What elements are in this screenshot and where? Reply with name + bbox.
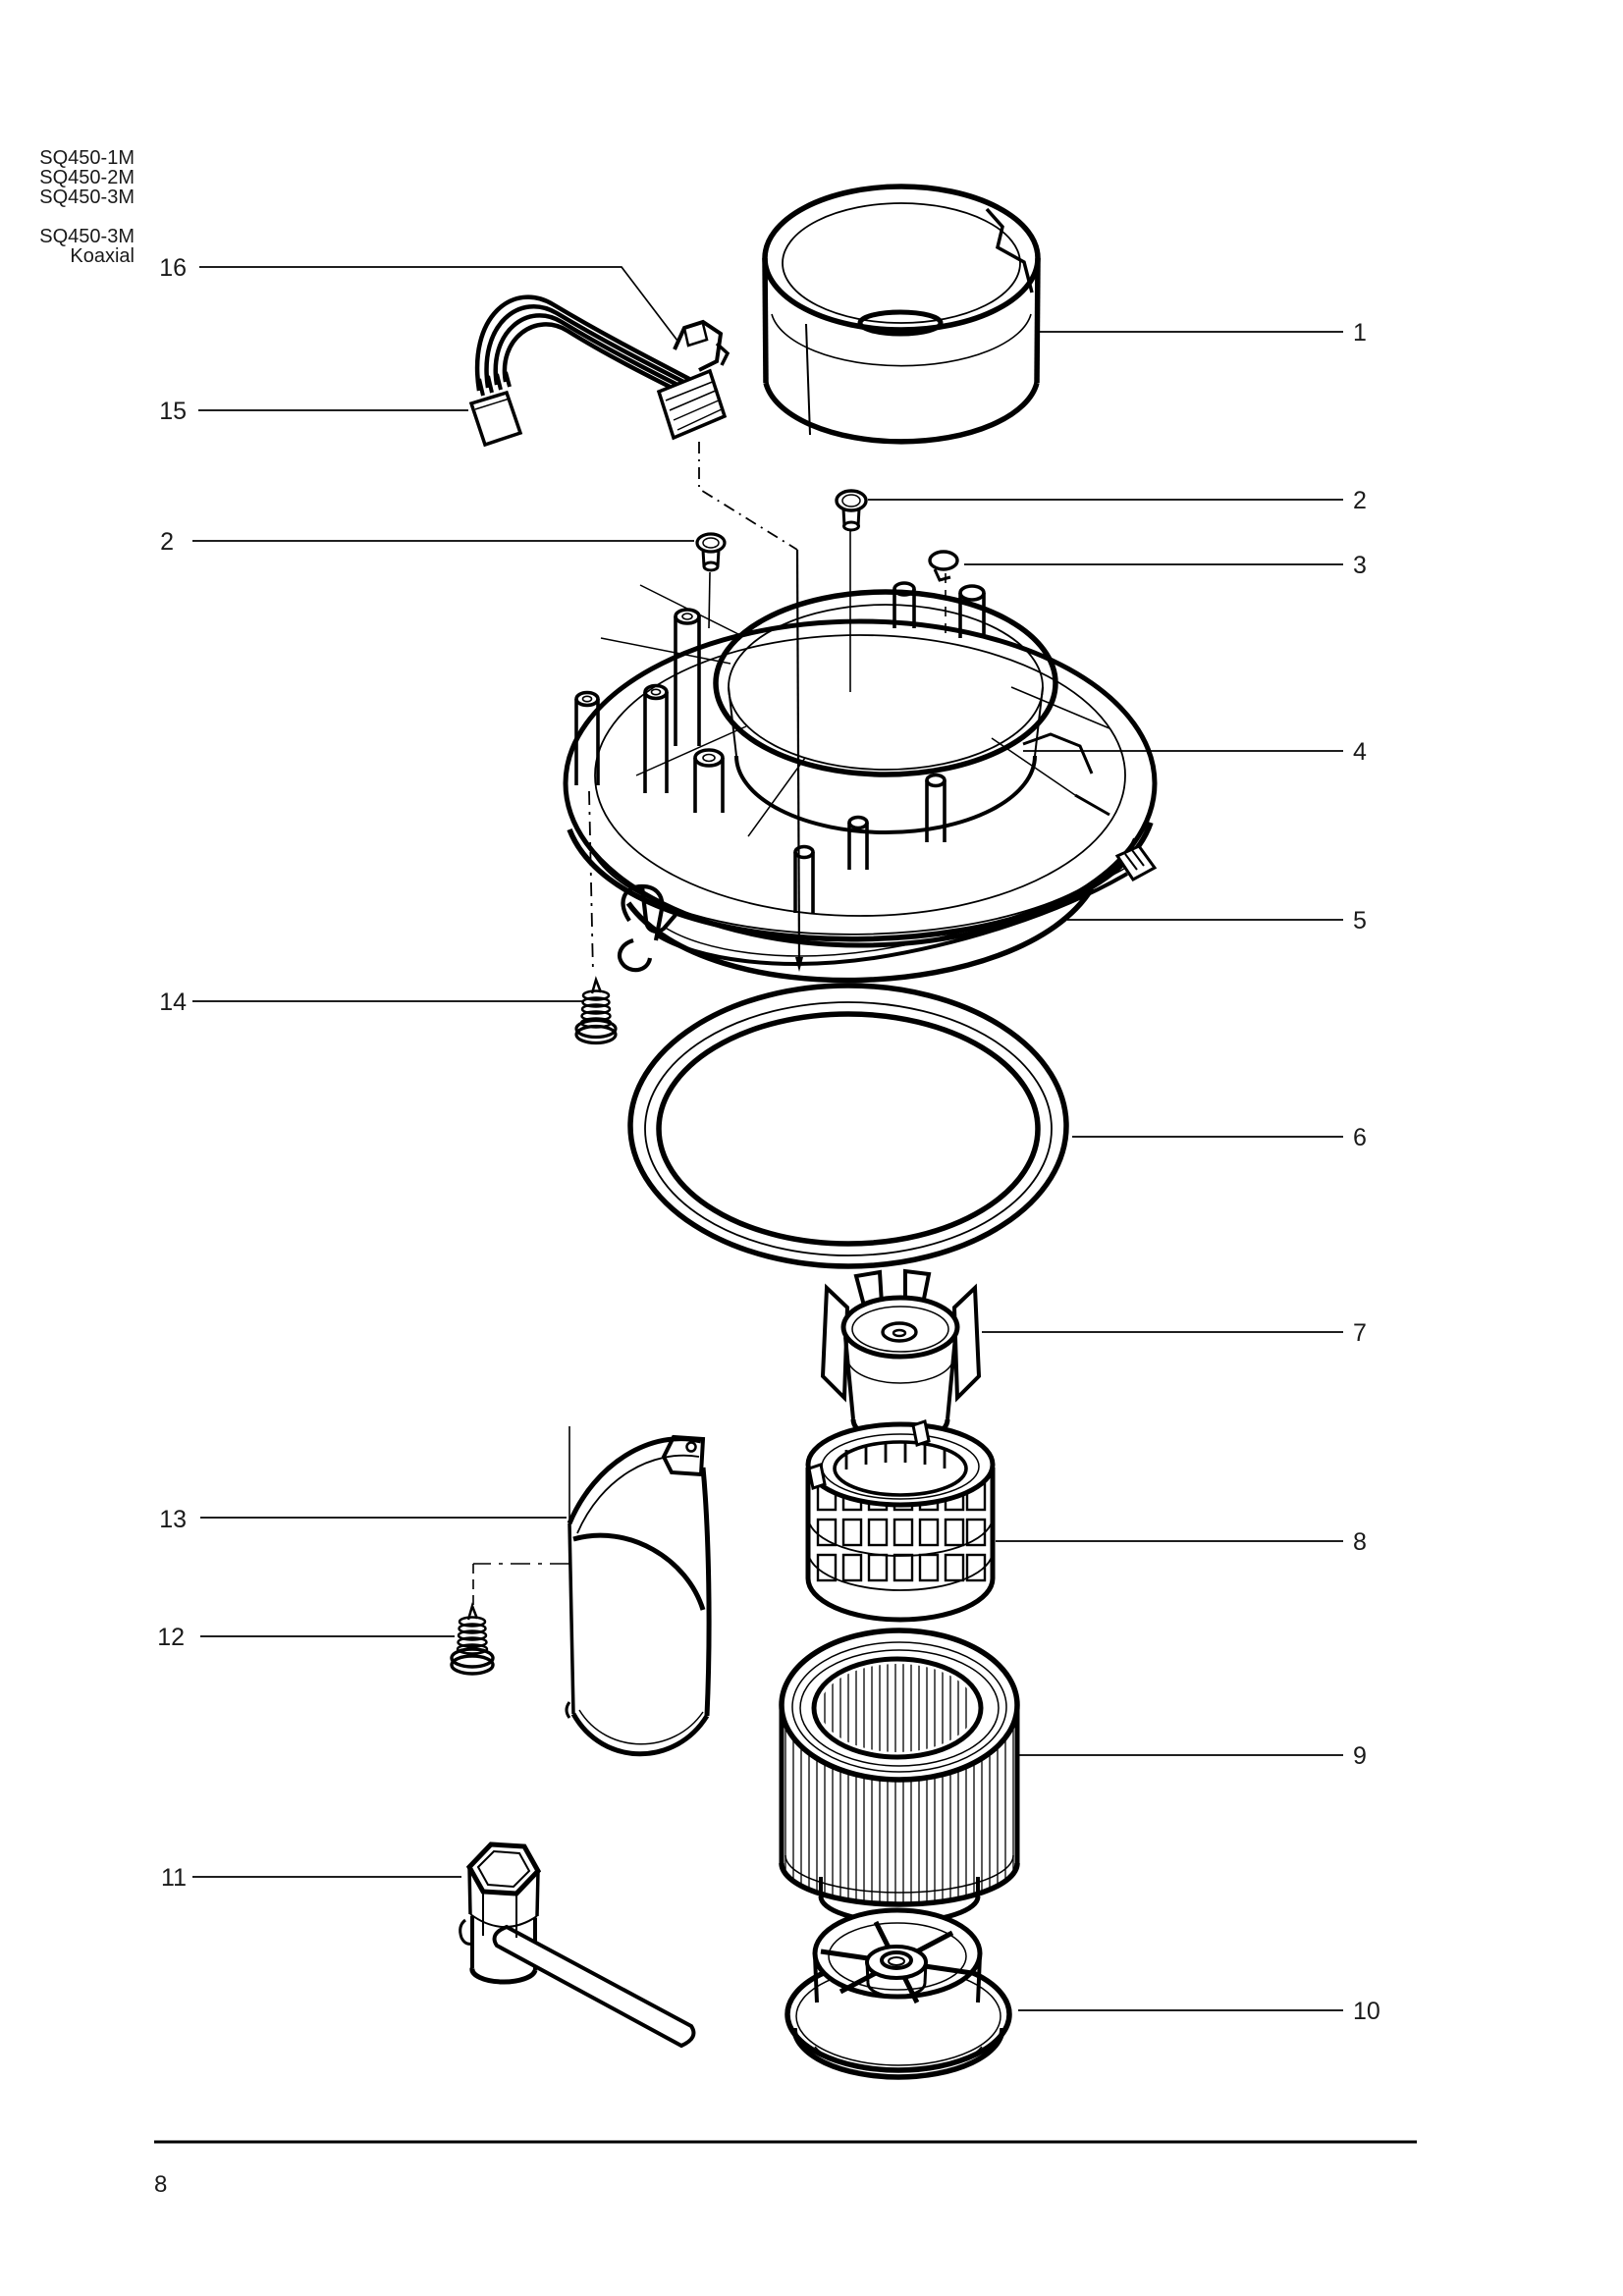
callout-label-8: 8 bbox=[1353, 1528, 1367, 1556]
callout-label-2-right: 2 bbox=[1353, 487, 1367, 514]
part-cap-3 bbox=[928, 550, 959, 633]
callout-label-1: 1 bbox=[1353, 319, 1367, 347]
stand-off-posts bbox=[574, 581, 986, 913]
model-list: SQ450-1M SQ450-2M SQ450-3M SQ450-3M Koax… bbox=[39, 147, 135, 267]
part-wire-clamp bbox=[617, 883, 677, 973]
callout-label-16: 16 bbox=[159, 254, 187, 282]
part-connector-15 bbox=[468, 371, 523, 448]
model-name: SQ450-3M bbox=[39, 187, 135, 208]
part-screw-2-left bbox=[695, 532, 727, 629]
callout-label-5: 5 bbox=[1353, 907, 1367, 934]
callout-label-11: 11 bbox=[161, 1864, 187, 1892]
callout-label-12: 12 bbox=[157, 1624, 185, 1651]
part-turbine bbox=[820, 1268, 982, 1446]
page-number: 8 bbox=[154, 2171, 167, 2198]
part-bottom-plate bbox=[784, 1907, 1012, 2080]
part-socket-wrench bbox=[459, 1842, 696, 2049]
callout-label-2-left: 2 bbox=[160, 528, 174, 556]
part-motor-mount-plate bbox=[563, 581, 1158, 984]
part-connector-16 bbox=[656, 319, 730, 441]
callout-label-10: 10 bbox=[1353, 1998, 1380, 2025]
part-cartridge-filter bbox=[779, 1628, 1020, 1925]
callout-label-3: 3 bbox=[1353, 552, 1367, 579]
model-name: SQ450-3M bbox=[39, 226, 135, 247]
center-line bbox=[588, 790, 594, 975]
callout-label-15: 15 bbox=[159, 398, 187, 425]
part-shield bbox=[472, 1426, 712, 1757]
spokes bbox=[820, 1920, 973, 2004]
callout-label-9: 9 bbox=[1353, 1742, 1367, 1770]
part-screw-12 bbox=[450, 1602, 495, 1676]
model-name: SQ450-1M bbox=[39, 147, 135, 169]
leader-16 bbox=[199, 266, 678, 342]
callout-label-6: 6 bbox=[1353, 1124, 1367, 1151]
part-motor-housing bbox=[762, 184, 1041, 445]
part-filter-cage bbox=[805, 1419, 996, 1623]
model-name: SQ450-2M bbox=[39, 167, 135, 188]
part-wire-5 bbox=[654, 844, 1158, 966]
part-screw-14 bbox=[574, 976, 618, 1045]
callout-label-7: 7 bbox=[1353, 1319, 1367, 1347]
model-variant: Koaxial bbox=[70, 245, 135, 267]
part-sealing-ring bbox=[627, 983, 1069, 1269]
callout-label-4: 4 bbox=[1353, 738, 1367, 766]
leader-lines bbox=[192, 266, 1343, 2011]
part-screw-2-right bbox=[835, 489, 868, 692]
callout-label-14: 14 bbox=[159, 988, 187, 1016]
callout-label-13: 13 bbox=[159, 1506, 187, 1533]
callout-labels: 16 15 2 14 13 12 11 1 2 3 4 5 6 7 8 9 10 bbox=[157, 254, 1380, 2025]
